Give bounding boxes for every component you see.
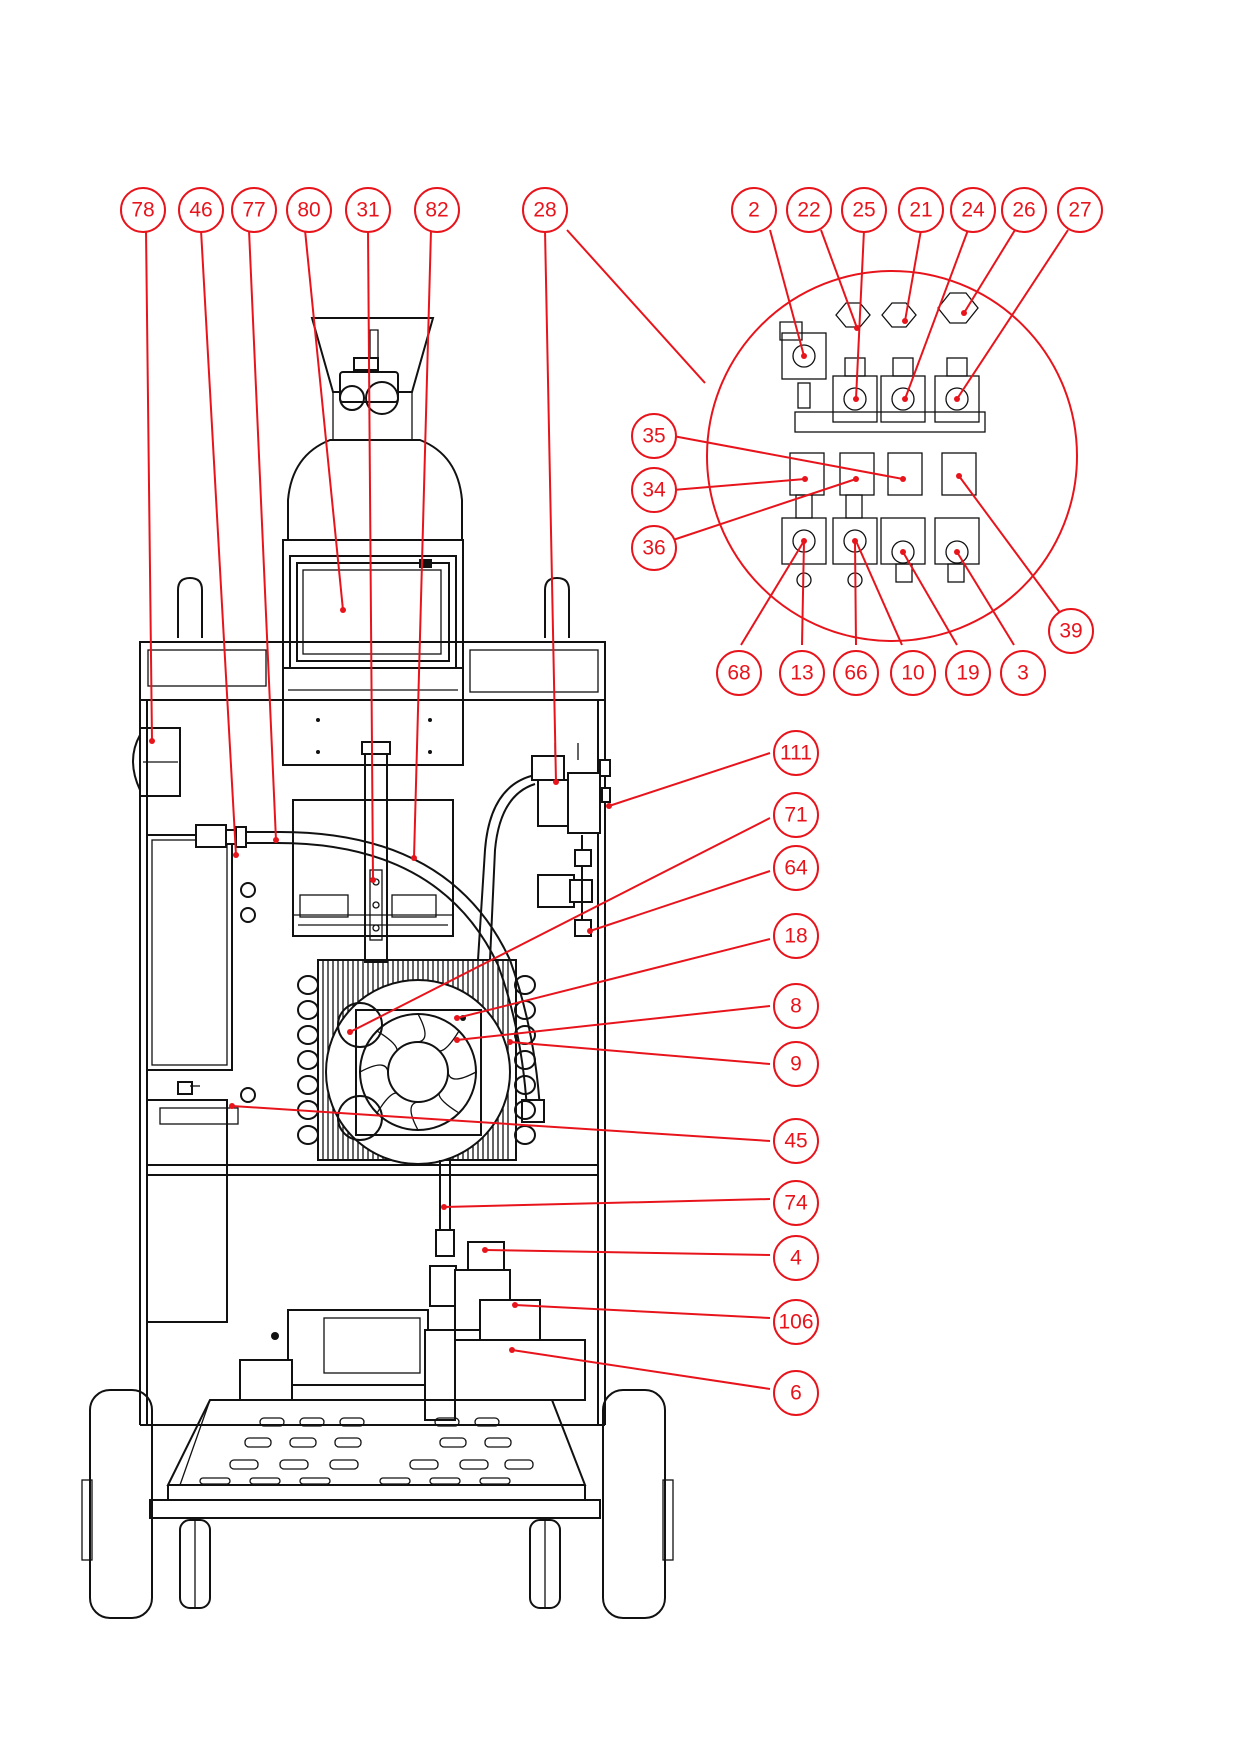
svg-text:68: 68 — [727, 662, 750, 685]
callout-3: 3 — [1000, 650, 1046, 696]
svg-text:71: 71 — [784, 804, 807, 827]
cooling-fan — [325, 979, 511, 1165]
svg-text:82: 82 — [425, 199, 448, 222]
gas-cylinder — [287, 317, 463, 541]
callout-68: 68 — [716, 650, 762, 696]
svg-text:46: 46 — [189, 199, 212, 222]
tray — [149, 1399, 601, 1519]
callout-8: 8 — [773, 983, 819, 1029]
leader-dots — [149, 310, 967, 1353]
svg-text:31: 31 — [356, 199, 379, 222]
svg-text:9: 9 — [790, 1053, 802, 1076]
svg-text:39: 39 — [1059, 620, 1082, 643]
svg-text:25: 25 — [852, 199, 875, 222]
svg-text:3: 3 — [1017, 662, 1029, 685]
svg-text:13: 13 — [790, 662, 813, 685]
callout-35: 35 — [631, 413, 677, 459]
svg-text:21: 21 — [909, 199, 932, 222]
leader-lines — [145, 229, 1069, 1390]
callout-13: 13 — [779, 650, 825, 696]
callout-66: 66 — [833, 650, 879, 696]
callout-19: 19 — [945, 650, 991, 696]
svg-text:111: 111 — [780, 742, 812, 765]
svg-text:18: 18 — [784, 925, 807, 948]
callout-21: 21 — [898, 187, 944, 233]
display-panel — [282, 539, 464, 766]
callout-34: 34 — [631, 467, 677, 513]
callout-2: 2 — [731, 187, 777, 233]
svg-text:8: 8 — [790, 995, 802, 1018]
callout-27: 27 — [1057, 187, 1103, 233]
callout-4: 4 — [773, 1235, 819, 1281]
callout-46: 46 — [178, 187, 224, 233]
svg-text:74: 74 — [784, 1192, 808, 1215]
svg-text:36: 36 — [642, 537, 665, 560]
svg-text:19: 19 — [956, 662, 979, 685]
callout-78: 78 — [120, 187, 166, 233]
callout-25: 25 — [841, 187, 887, 233]
svg-text:22: 22 — [797, 199, 820, 222]
svg-text:2: 2 — [748, 199, 760, 222]
callout-45: 45 — [773, 1118, 819, 1164]
callout-26: 26 — [1001, 187, 1047, 233]
callout-28: 28 — [522, 187, 568, 233]
svg-text:10: 10 — [901, 662, 924, 685]
svg-text:4: 4 — [790, 1247, 802, 1270]
svg-text:78: 78 — [131, 199, 154, 222]
callout-24: 24 — [950, 187, 996, 233]
callout-10: 10 — [890, 650, 936, 696]
callout-111: 111 — [773, 730, 819, 776]
callouts: 78 46 77 80 31 82 28 2 22 25 21 24 26 27… — [120, 187, 1103, 1416]
callout-22: 22 — [786, 187, 832, 233]
svg-text:64: 64 — [784, 857, 808, 880]
callout-64: 64 — [773, 845, 819, 891]
svg-text:6: 6 — [790, 1382, 802, 1405]
callout-77: 77 — [231, 187, 277, 233]
callout-6: 6 — [773, 1370, 819, 1416]
callout-80: 80 — [286, 187, 332, 233]
callout-18: 18 — [773, 913, 819, 959]
svg-text:24: 24 — [961, 199, 985, 222]
svg-text:26: 26 — [1012, 199, 1035, 222]
callout-106: 106 — [773, 1299, 819, 1345]
svg-text:77: 77 — [242, 199, 265, 222]
svg-text:28: 28 — [533, 199, 556, 222]
svg-text:80: 80 — [297, 199, 320, 222]
svg-text:106: 106 — [778, 1311, 813, 1334]
machine-drawing — [81, 317, 674, 1619]
callout-39: 39 — [1048, 608, 1094, 654]
callout-31: 31 — [345, 187, 391, 233]
callout-74: 74 — [773, 1180, 819, 1226]
svg-text:45: 45 — [784, 1130, 807, 1153]
callout-82: 82 — [414, 187, 460, 233]
callout-9: 9 — [773, 1041, 819, 1087]
callout-36: 36 — [631, 525, 677, 571]
svg-text:34: 34 — [642, 479, 666, 502]
svg-text:66: 66 — [844, 662, 867, 685]
valve-detail-view — [706, 270, 1078, 642]
svg-text:35: 35 — [642, 425, 665, 448]
svg-text:27: 27 — [1068, 199, 1091, 222]
callout-71: 71 — [773, 792, 819, 838]
